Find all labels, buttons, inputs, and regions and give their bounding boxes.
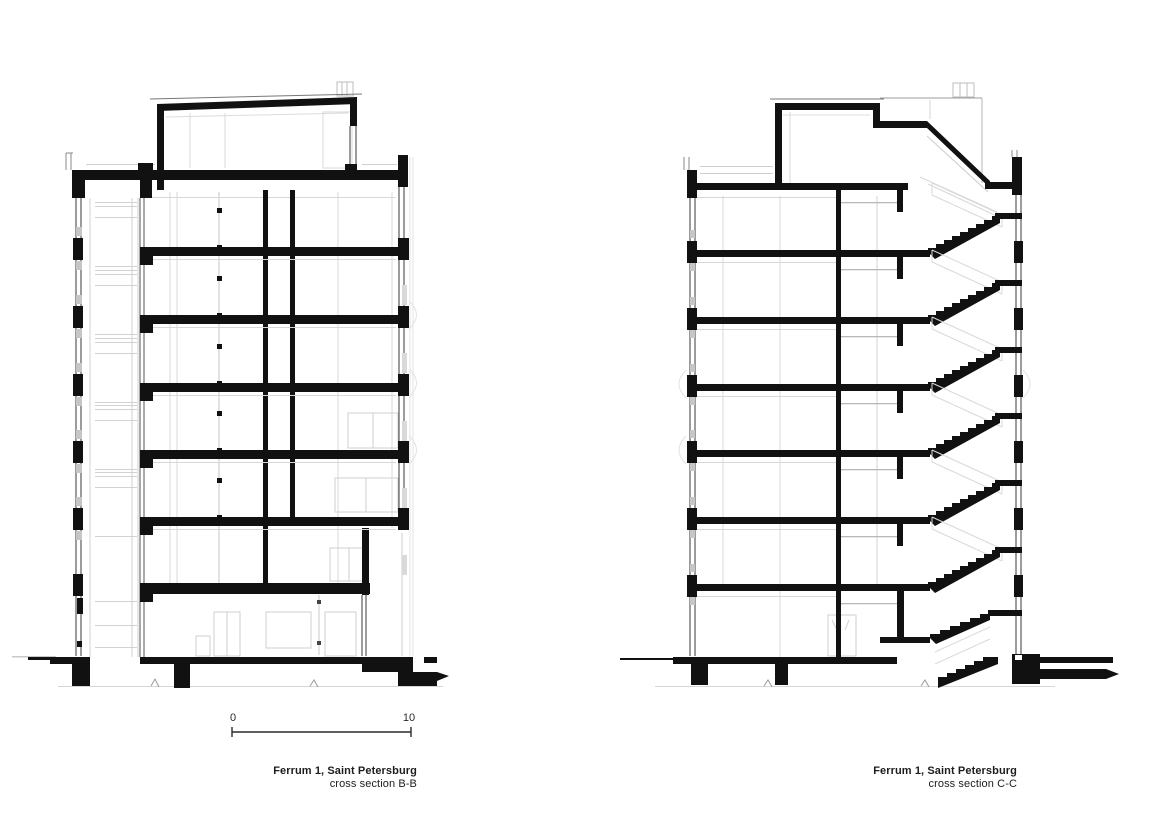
- section-cc-subtitle: cross section C-C: [928, 777, 1017, 790]
- section-bb-subtitle: cross section B-B: [329, 777, 417, 790]
- cc-ground-door: [827, 614, 857, 657]
- caption-section-cc: Ferrum 1, Saint Petersburg cross section…: [777, 765, 1017, 790]
- scale-start-label: 0: [229, 712, 237, 724]
- bb-light-lines: [12, 157, 443, 687]
- section-bb-title: Ferrum 1, Saint Petersburg: [273, 765, 417, 777]
- bb-roof-vent: [336, 81, 354, 97]
- caption-section-bb: Ferrum 1, Saint Petersburg cross section…: [177, 765, 417, 790]
- cc-penthouse-interior: [783, 112, 870, 186]
- cc-floor-slabs: [687, 230, 1023, 613]
- cross-section-cc: [620, 82, 1119, 688]
- bb-floor-slabs: [73, 202, 409, 575]
- section-cc-title: Ferrum 1, Saint Petersburg: [873, 765, 1017, 777]
- bb-penthouse-interior: [165, 111, 353, 169]
- cross-section-bb: [12, 81, 449, 688]
- cc-roof-vent: [952, 82, 975, 98]
- scale-end-label: 10: [402, 712, 416, 724]
- bb-windows-doors: [150, 412, 399, 688]
- scale-bar: [231, 727, 412, 737]
- cc-stair-flights: [927, 182, 1023, 594]
